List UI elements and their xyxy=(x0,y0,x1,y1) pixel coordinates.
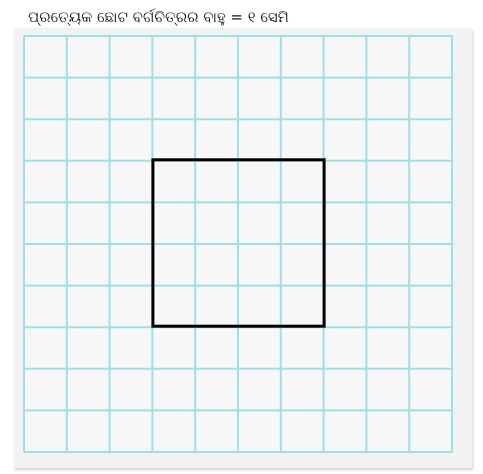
square-shape xyxy=(151,158,326,328)
unit-caption: ପ୍ରତ୍ୟେକ ଛୋଟ ବର୍ଗଚିତ୍ରର ବାହୁ = ୧ ସେମି xyxy=(28,8,289,26)
